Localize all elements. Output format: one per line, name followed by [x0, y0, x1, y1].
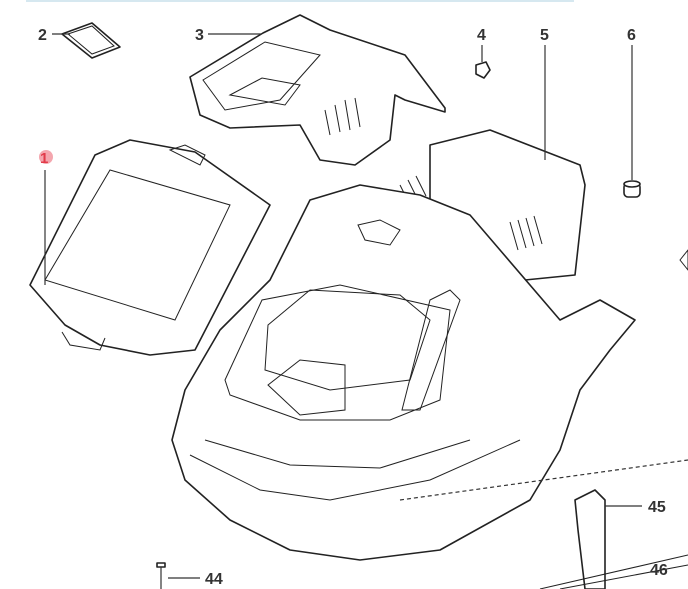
callout-1[interactable]: 1 — [40, 150, 48, 167]
callout-46[interactable]: 46 — [650, 562, 668, 579]
part-3-upper-cover[interactable] — [189, 14, 446, 166]
callout-1-highlight — [39, 150, 53, 164]
part-4-clip[interactable] — [475, 61, 491, 79]
callout-44[interactable]: 44 — [205, 571, 223, 588]
callout-6[interactable]: 6 — [627, 27, 636, 44]
callout-2[interactable]: 2 — [38, 27, 47, 44]
header-separator — [26, 0, 574, 2]
partial-part-right-edge — [679, 249, 688, 271]
part-2-gasket[interactable] — [61, 22, 121, 59]
main-body-housing[interactable] — [171, 184, 636, 561]
callout-5[interactable]: 5 — [540, 27, 549, 44]
part-45-bracket[interactable] — [574, 489, 606, 589]
callout-3[interactable]: 3 — [195, 27, 204, 44]
callout-4[interactable]: 4 — [477, 27, 486, 44]
callout-45[interactable]: 45 — [648, 499, 666, 516]
part-1-lid[interactable] — [29, 139, 271, 356]
partial-rail — [539, 554, 688, 589]
part-6-cap[interactable] — [623, 180, 641, 198]
part-44-bolt[interactable] — [156, 562, 166, 589]
